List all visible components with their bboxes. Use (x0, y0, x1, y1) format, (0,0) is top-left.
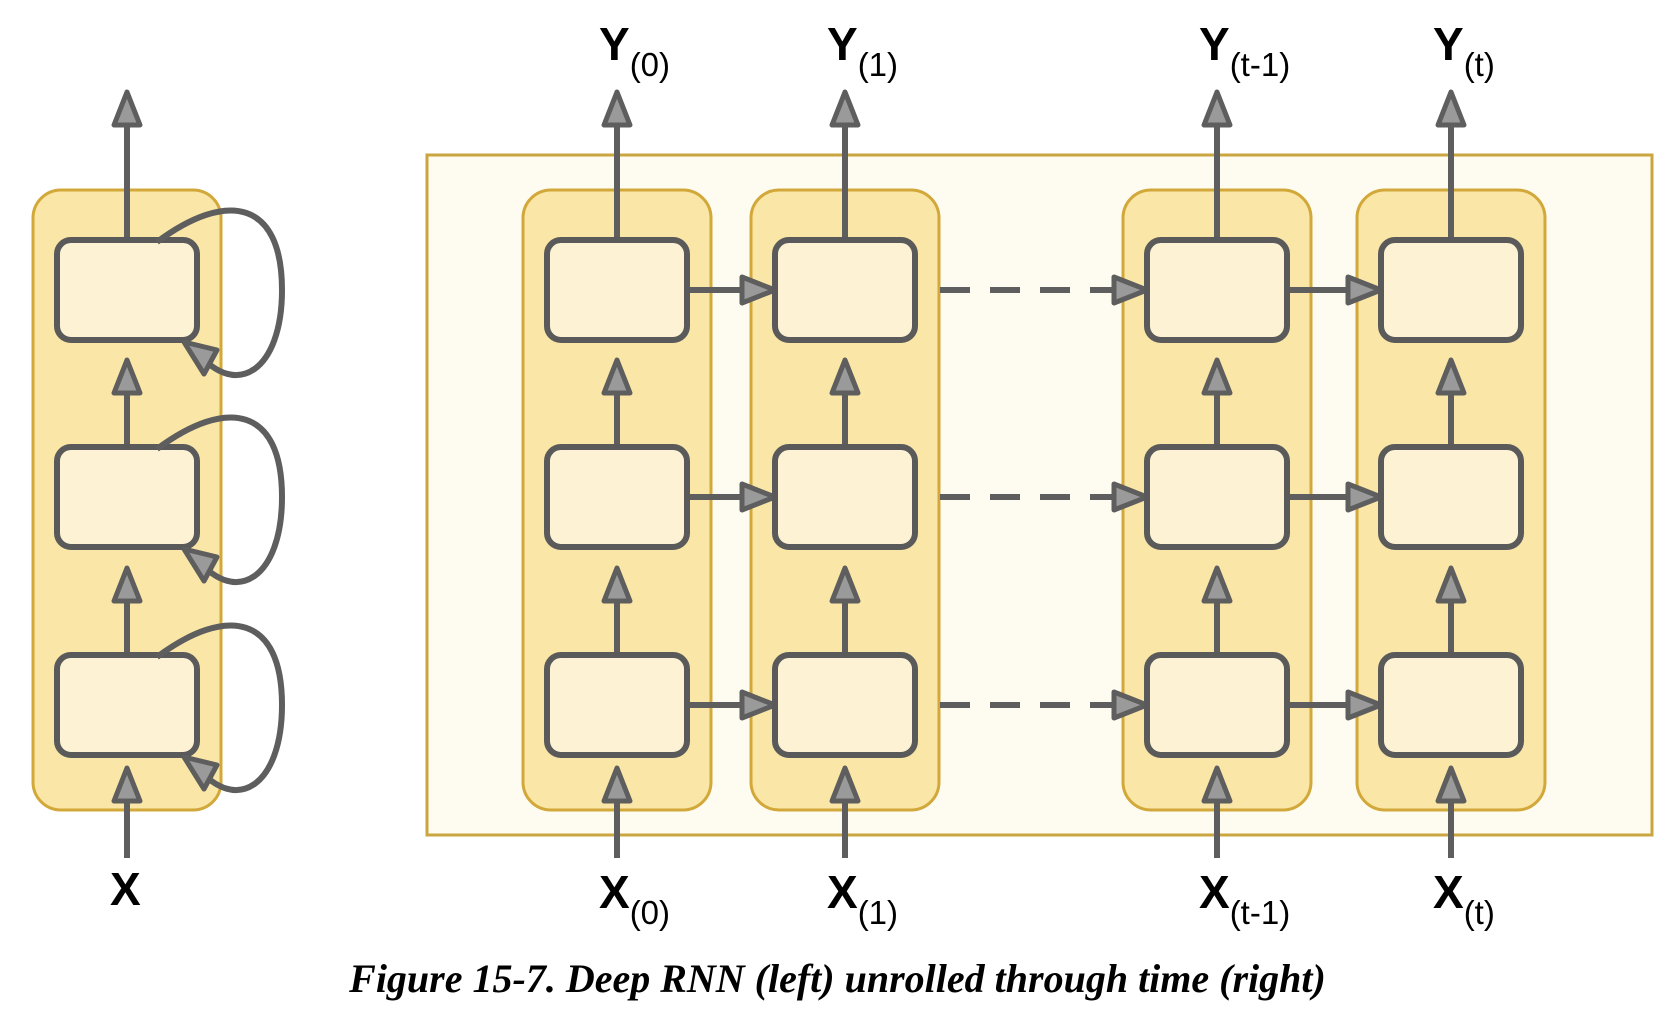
arrow-head (829, 565, 861, 604)
arrow-head (111, 765, 143, 804)
input-label-x-0: X(0) (599, 866, 670, 931)
arrow-head (1201, 89, 1233, 128)
output-label-y-2-subscript: (t-1) (1230, 46, 1291, 83)
input-label-x-1-subscript: (1) (858, 894, 898, 931)
arrow-head (601, 565, 633, 604)
rnn-cell (544, 237, 690, 343)
arrow-head (1345, 274, 1384, 306)
arrow-head (601, 89, 633, 128)
rnn-cell (772, 237, 918, 343)
output-label-y-2: Y(t-1) (1199, 18, 1290, 83)
input-label-x-2-subscript: (t-1) (1230, 894, 1291, 931)
output-label-y-3: Y(t) (1433, 18, 1495, 83)
input-label-x-2: X(t-1) (1199, 866, 1290, 931)
input-label-x-main: X (110, 863, 141, 915)
arrow-head (111, 357, 143, 396)
rnn-cell (54, 652, 200, 758)
arrow-head (739, 689, 778, 721)
output-label-y-0: Y(0) (599, 18, 670, 83)
arrow-head (1345, 689, 1384, 721)
input-label-x: X (110, 863, 141, 915)
output-label-y-1: Y(1) (827, 18, 898, 83)
input-label-x-0-main: X (599, 866, 630, 918)
input-label-x-0-subscript: (0) (630, 894, 670, 931)
output-label-y-3-main: Y (1433, 18, 1464, 70)
rnn-cell (1144, 652, 1290, 758)
rnn-cell (1378, 444, 1524, 550)
output-label-y-3-subscript: (t) (1464, 46, 1495, 83)
output-label-y-1-subscript: (1) (858, 46, 898, 83)
input-label-x-2-main: X (1199, 866, 1230, 918)
output-label-y-0-main: Y (599, 18, 630, 70)
labels: XY(0)X(0)Y(1)X(1)Y(t-1)X(t-1)Y(t)X(t) (110, 18, 1495, 931)
rnn-cell (772, 652, 918, 758)
rnn-cell (1144, 237, 1290, 343)
arrow-head (1435, 565, 1467, 604)
arrow-head (1345, 481, 1384, 513)
arrow-head (1435, 89, 1467, 128)
arrow-head (829, 89, 861, 128)
rnn-cell (1144, 444, 1290, 550)
rnn-cell (54, 444, 200, 550)
output-label-y-0-subscript: (0) (630, 46, 670, 83)
deep-rnn-folded (31, 89, 286, 858)
arrow-head (601, 765, 633, 804)
arrow-head (1201, 765, 1233, 804)
deep-rnn-unrolled (425, 89, 1654, 858)
rnn-cell (1378, 652, 1524, 758)
input-label-x-1: X(1) (827, 866, 898, 931)
arrow-head (1111, 274, 1150, 306)
arrow-head (1201, 357, 1233, 396)
arrow-head (181, 546, 220, 584)
arrow-head (111, 89, 143, 128)
input-label-x-3-main: X (1433, 866, 1464, 918)
rnn-cell (544, 652, 690, 758)
arrow-head (739, 481, 778, 513)
arrow-head (1435, 357, 1467, 396)
arrow-head (1201, 565, 1233, 604)
rnn-cell (772, 444, 918, 550)
figure-caption: Figure 15-7. Deep RNN (left) unrolled th… (349, 956, 1326, 1001)
rnn-cell (1378, 237, 1524, 343)
arrow-head (829, 357, 861, 396)
input-label-x-3-subscript: (t) (1464, 894, 1495, 931)
input-label-x-1-main: X (827, 866, 858, 918)
recurrent-loop (155, 207, 286, 379)
arrow-head (829, 765, 861, 804)
rnn-cell (54, 237, 200, 343)
arrow-head (111, 565, 143, 604)
arrow-head (181, 754, 220, 792)
arrow-head (601, 357, 633, 396)
arrow-head (1435, 765, 1467, 804)
recurrent-loop (155, 622, 286, 794)
rnn-cell (544, 444, 690, 550)
recurrent-loop (155, 414, 286, 586)
arrow-head (739, 274, 778, 306)
input-label-x-3: X(t) (1433, 866, 1495, 931)
output-label-y-2-main: Y (1199, 18, 1230, 70)
arrow-head (1111, 689, 1150, 721)
output-label-y-1-main: Y (827, 18, 858, 70)
arrow-head (181, 339, 220, 377)
arrow-head (1111, 481, 1150, 513)
